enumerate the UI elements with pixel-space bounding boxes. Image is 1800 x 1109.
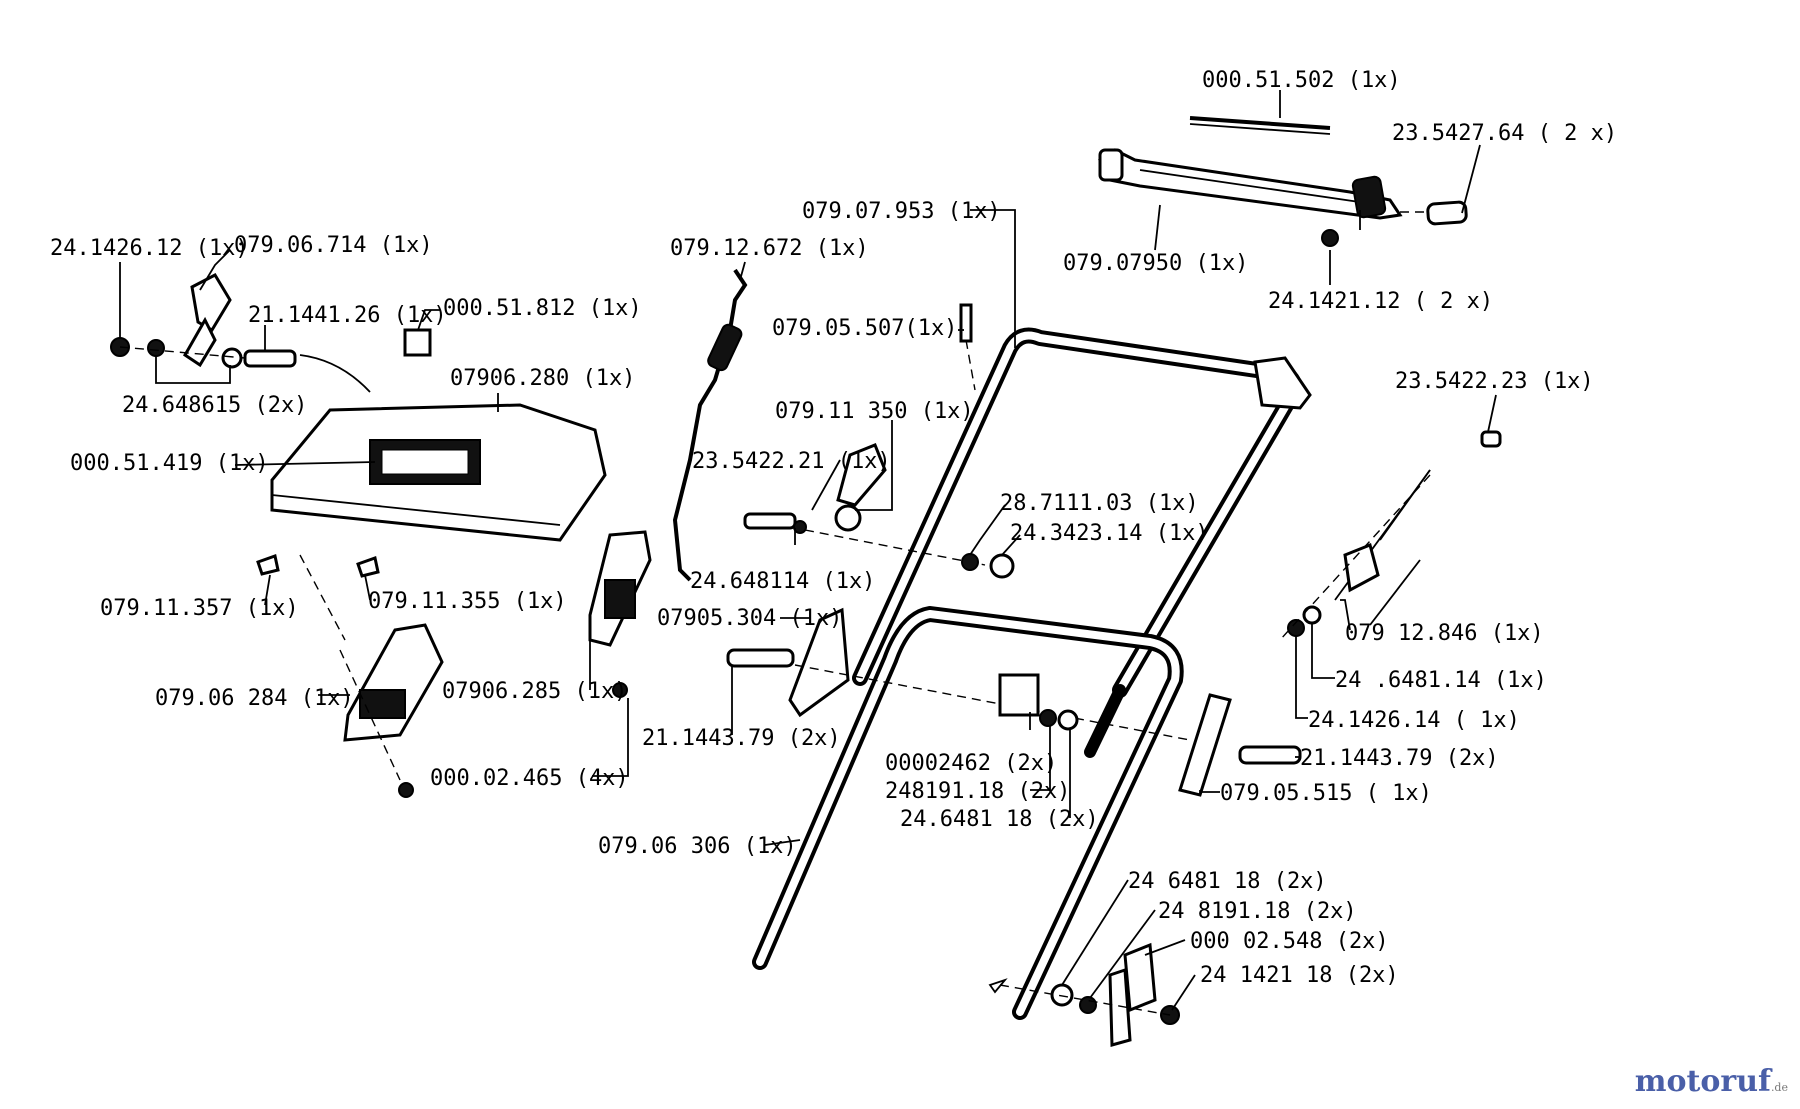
part-label: 00002462 (2x) [885,751,1057,776]
part-label: 07906.285 (1x) [442,679,627,704]
control-housing [256,403,607,578]
part-label: 24 1421 18 (2x) [1200,963,1399,988]
part-label: 079.06 306 (1x) [598,834,797,859]
part-label: 23.5422.21 (1x) [692,449,891,474]
bottom-knob [988,942,1180,1047]
part-label: 079.07950 (1x) [1063,251,1248,276]
part-label: 24 .6481.14 (1x) [1335,668,1547,693]
part-label: 07906.280 (1x) [450,366,635,391]
part-label: 24.1426.12 (1x) [50,236,249,261]
knob-bolts [726,607,1302,797]
part-label: 24.1426.14 ( 1x) [1308,708,1520,733]
watermark-suffix: .de [1770,1081,1788,1094]
part-label: 24.648114 (1x) [690,569,875,594]
clamps [299,530,652,798]
part-label: 24.6481 18 (2x) [900,807,1099,832]
top-handle-bar [1098,116,1468,247]
part-label: 24.648615 (2x) [122,393,307,418]
part-label: 000.51.502 (1x) [1202,68,1401,93]
part-label: 000.51.419 (1x) [70,451,269,476]
part-label: 079.05.507(1x) [772,316,957,341]
part-label: 21.1443.79 (2x) [642,726,841,751]
part-label: 24.1421.12 ( 2 x) [1268,289,1493,314]
part-label: 079.11.355 (1x) [368,589,567,614]
bowden-cable [672,268,1015,582]
part-label: 248191.18 (2x) [885,779,1070,804]
part-label: 079.11 350 (1x) [775,399,974,424]
part-label: 07905.304 (1x) [657,606,842,631]
part-label: 28.7111.03 (1x) [1000,491,1199,516]
part-label: 24.3423.14 (1x) [1010,521,1209,546]
part-label: 079.06.714 (1x) [234,233,433,258]
watermark-text: motoruf [1634,1064,1771,1099]
part-label: 000.51.812 (1x) [443,296,642,321]
part-label: 23.5427.64 ( 2 x) [1392,121,1617,146]
part-label: 079.12.672 (1x) [670,236,869,261]
side-latch [1279,430,1502,641]
part-label: 079.06 284 (1x) [155,686,354,711]
part-label: 21.1443.79 (2x) [1300,746,1499,771]
part-labels: 000.51.502 (1x) 23.5427.64 ( 2 x) 079.07… [50,68,1617,988]
part-label: 21.1441.26 (1x) [248,303,447,328]
part-label: 24 6481 18 (2x) [1128,869,1327,894]
lower-handle [752,606,1184,1020]
lever-assembly [110,273,432,393]
part-label: 079.05.515 ( 1x) [1220,781,1432,806]
part-label: 079 12.846 (1x) [1345,621,1544,646]
part-label: 000 02.548 (2x) [1190,929,1389,954]
part-label: 23.5422.23 (1x) [1395,369,1594,394]
part-label: 079.07.953 (1x) [802,199,1001,224]
watermark-logo: motoruf.de [1635,1064,1788,1099]
part-label: 000.02.465 (4x) [430,766,629,791]
leader-lines [119,90,1497,1011]
part-label: 079.11.357 (1x) [100,596,299,621]
part-label: 24 8191.18 (2x) [1158,899,1357,924]
